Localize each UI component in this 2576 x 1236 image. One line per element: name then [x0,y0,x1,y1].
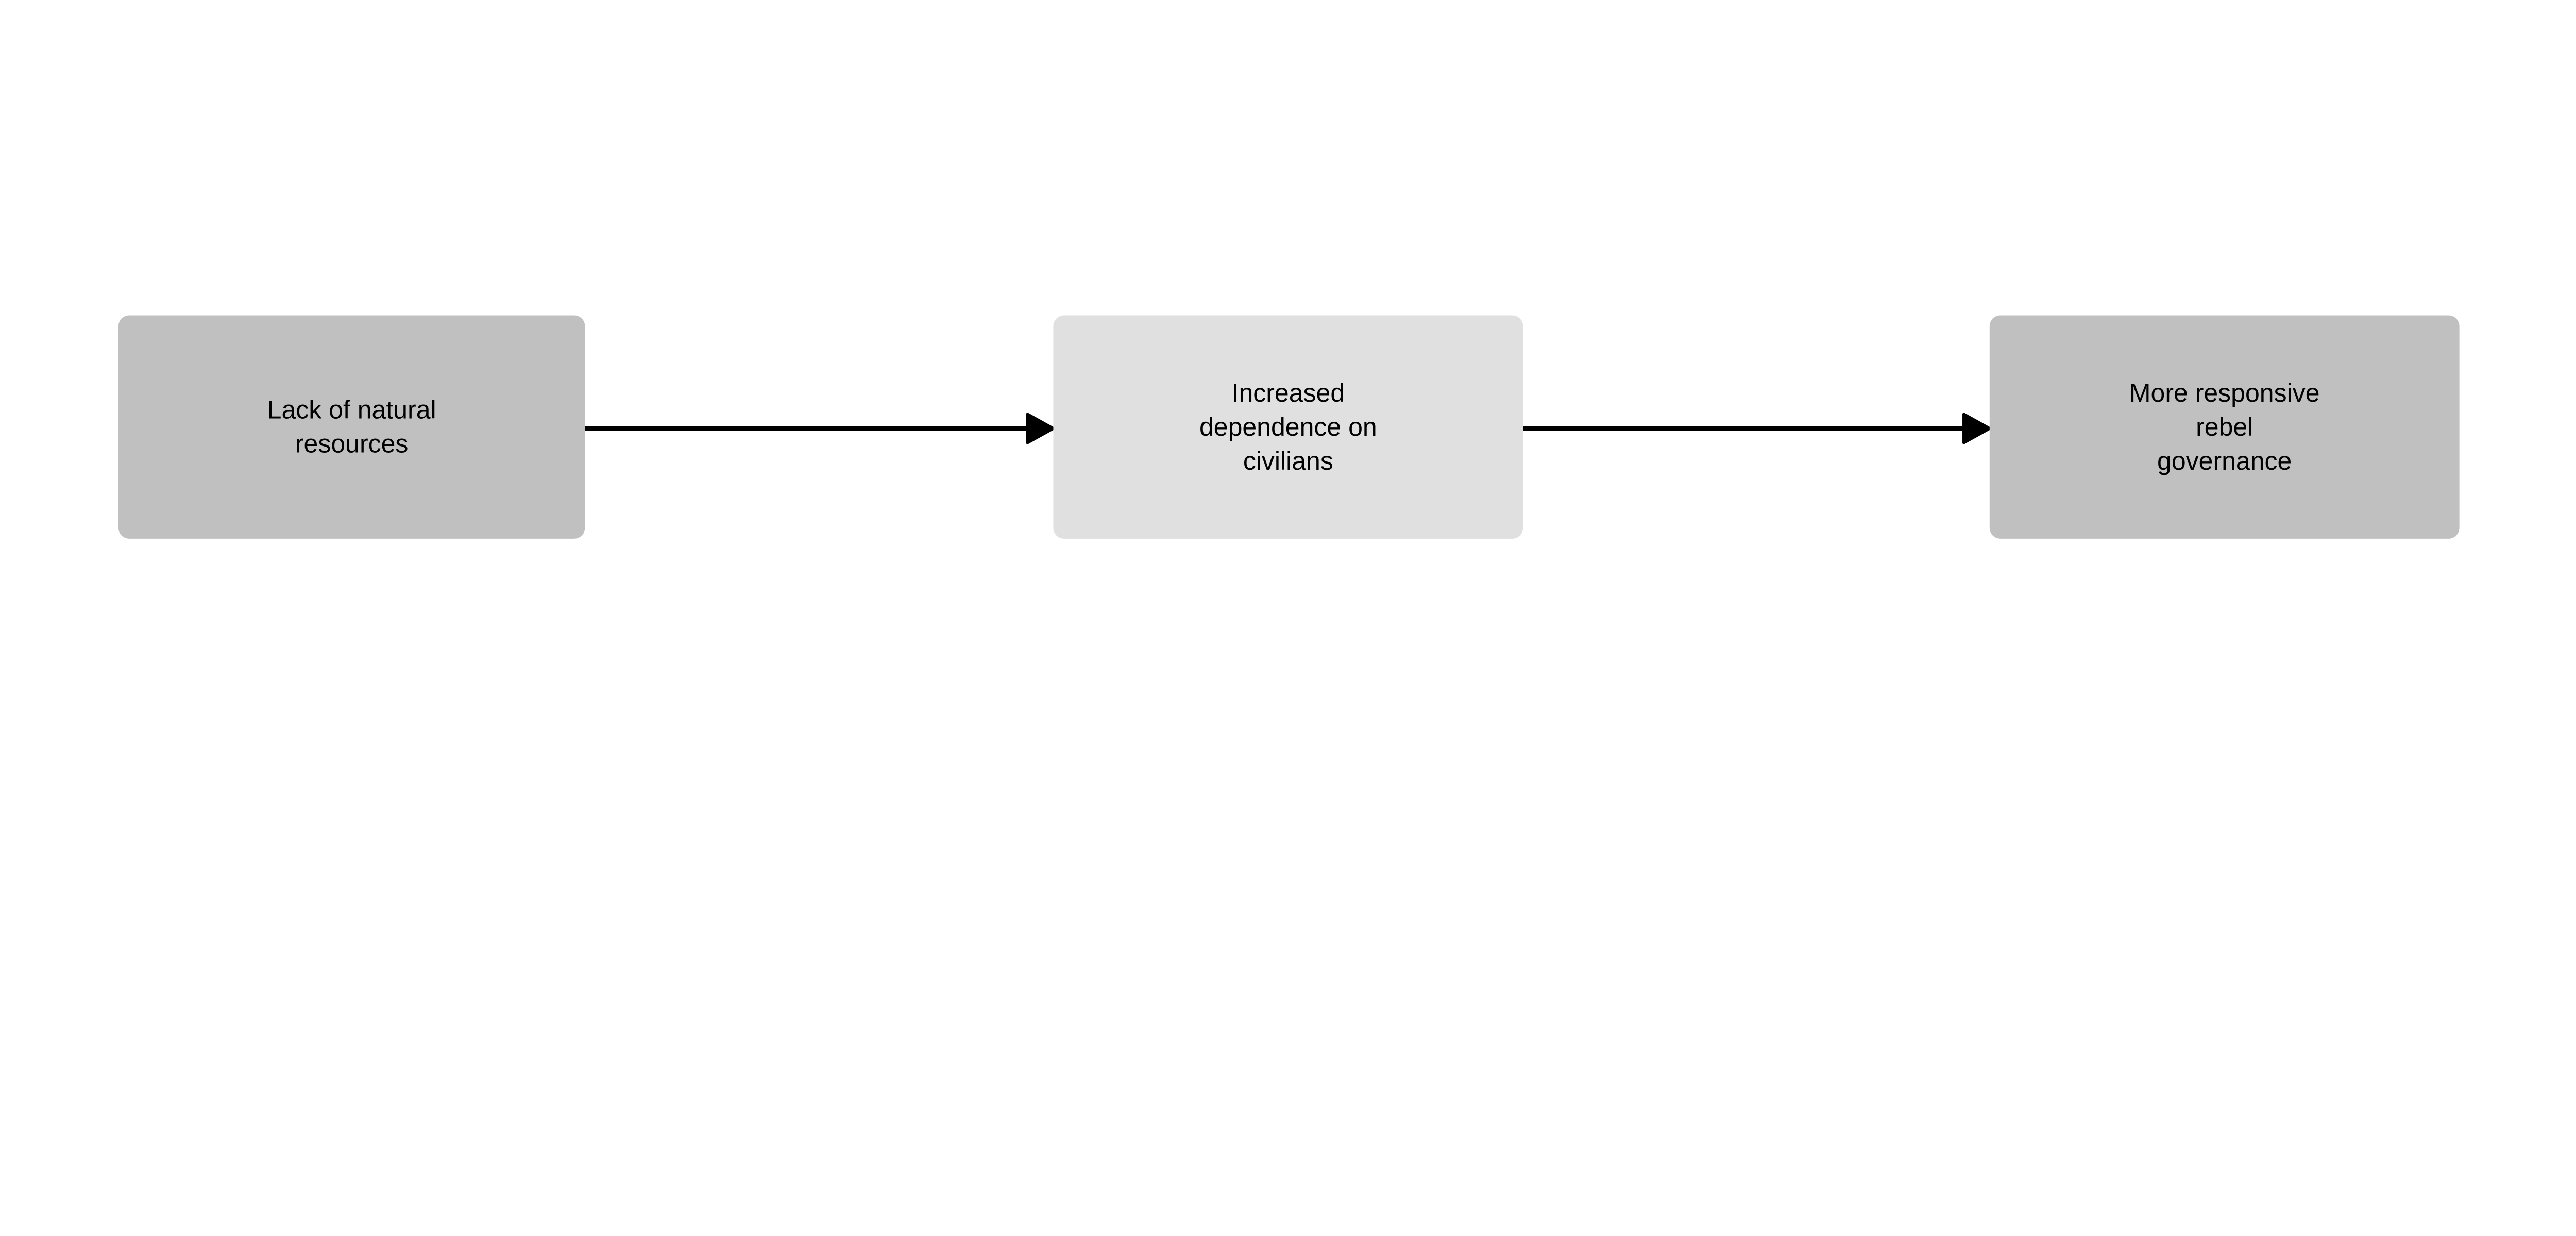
node-label-line: More responsive [2129,379,2320,407]
node-lack-of-natural-resources: Lack of natural resources [118,315,585,539]
arrowhead-icon [1026,413,1055,444]
node-label-line: dependence on [1199,413,1377,441]
diagram-canvas: Lack of natural resources Increased depe… [118,315,2460,539]
arrow-connector-2 [1523,405,1991,452]
arrow-graphic [585,413,1055,444]
node-label-line: rebel [2196,413,2253,441]
arrowhead-icon [1962,413,1991,444]
node-label-line: Increased [1231,379,1345,407]
arrow-graphic [1523,413,1991,444]
node-label-line: governance [2157,447,2292,475]
arrow-connector-1 [585,405,1055,452]
node-label-line: Lack of natural [267,396,436,424]
node-more-responsive-rebel-governance: More responsive rebel governance [1989,315,2460,539]
node-increased-dependence-on-civilians: Increased dependence on civilians [1053,315,1523,539]
node-label-line: civilians [1243,447,1333,475]
node-label-line: resources [295,430,409,458]
